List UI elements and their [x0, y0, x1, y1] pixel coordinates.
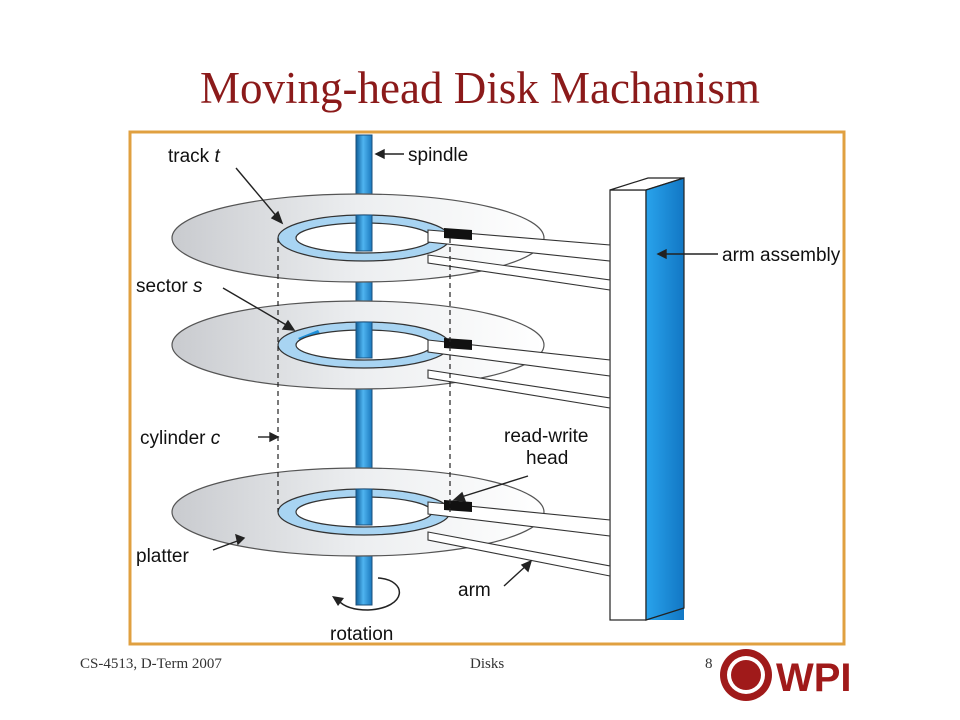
label-cylinder: cylinder c: [140, 428, 221, 449]
label-track: track t: [168, 146, 220, 167]
label-sector: sector s: [136, 276, 203, 297]
footer-topic: Disks: [470, 656, 505, 672]
wpi-seal-icon: WPI: [720, 649, 862, 701]
slide-title: Moving-head Disk Machanism: [200, 63, 760, 113]
label-arm-assembly: arm assembly: [722, 245, 841, 266]
footer-page-number: 8: [705, 656, 713, 672]
disk-diagram: track t spindle sector s arm assembly cy…: [128, 130, 846, 646]
footer-course: CS-4513, D-Term 2007: [80, 656, 222, 672]
leader-arrows: [212, 148, 718, 587]
arm-bottom: [427, 500, 611, 577]
label-rotation: rotation: [330, 624, 393, 645]
arm-middle: [427, 338, 611, 409]
svg-text:WPI: WPI: [776, 656, 852, 700]
wpi-logo: WPI: [714, 645, 864, 705]
label-read-write-head-line2: head: [526, 448, 568, 469]
arm-top: [427, 228, 611, 291]
read-write-head-top: [444, 228, 472, 240]
disk-diagram-svg: track t spindle sector s arm assembly cy…: [128, 130, 846, 646]
label-spindle: spindle: [408, 145, 468, 166]
read-write-head-bottom: [444, 500, 472, 512]
rotation-arrow: [337, 577, 400, 611]
label-read-write-head-line1: read-write: [504, 426, 588, 447]
read-write-head-middle: [444, 338, 472, 350]
platter-bottom: [171, 467, 545, 557]
platter-middle: [171, 300, 545, 390]
label-arm: arm: [458, 580, 491, 601]
label-platter: platter: [136, 546, 189, 567]
arm-assembly-column: [609, 177, 685, 621]
cylinder-outline: [277, 238, 451, 512]
